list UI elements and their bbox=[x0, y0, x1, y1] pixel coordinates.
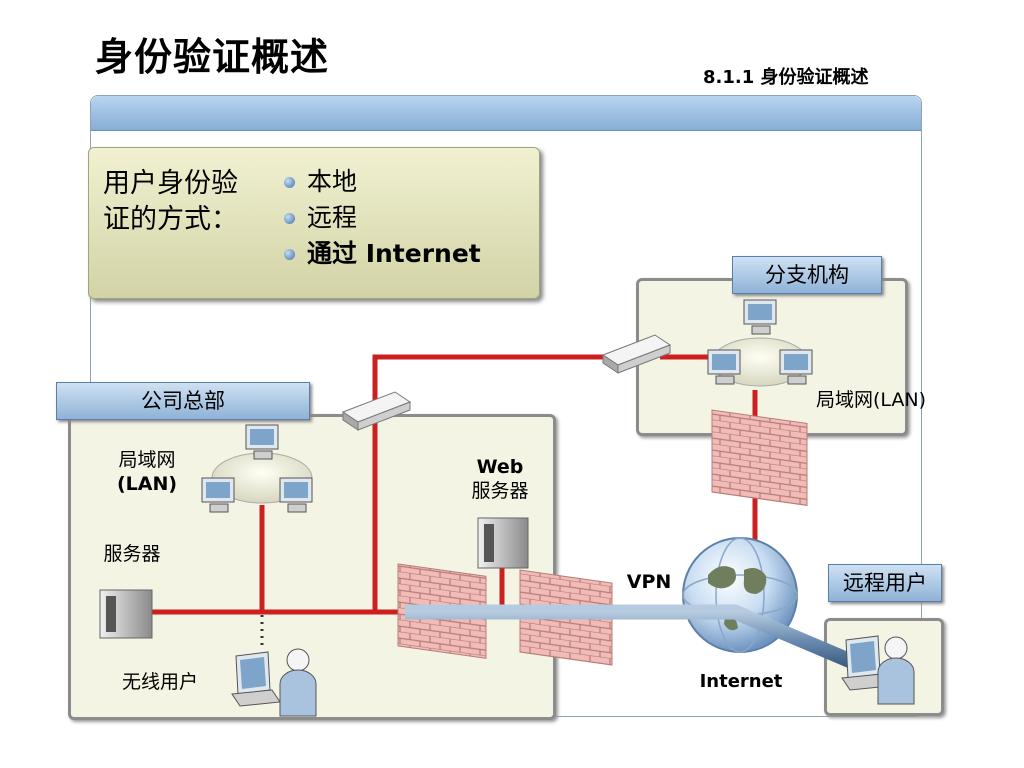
branch-office-tag: 分支机构 bbox=[732, 256, 882, 294]
section-reference: 8.1.1 身份验证概述 bbox=[703, 67, 869, 88]
hq-server-icon bbox=[99, 589, 153, 639]
branch-router-icon bbox=[601, 334, 672, 374]
bullet-icon bbox=[284, 248, 295, 260]
branch-lan-label: 局域网(LAN) bbox=[815, 389, 927, 411]
hq-lan-icon bbox=[201, 424, 313, 513]
headquarters-tag: 公司总部 bbox=[56, 382, 310, 420]
headquarters-panel bbox=[68, 414, 556, 720]
auth-methods-heading: 用户身份验 证的方式： bbox=[103, 168, 238, 235]
wireless-user-icon bbox=[231, 648, 317, 717]
firewall-branch bbox=[711, 409, 808, 506]
bullet-icon bbox=[284, 212, 295, 224]
web-server-label: Web 服务器 bbox=[471, 456, 529, 502]
hq-router-icon bbox=[341, 391, 412, 431]
branch-lan-icon bbox=[707, 299, 813, 387]
auth-method-remote: 远程 bbox=[284, 200, 481, 236]
frame-header-bar bbox=[91, 96, 921, 131]
vpn-tunnel bbox=[405, 604, 863, 672]
auth-method-internet: 通过 Internet bbox=[284, 236, 481, 272]
auth-method-local: 本地 bbox=[284, 164, 481, 200]
remote-user-tag: 远程用户 bbox=[828, 564, 942, 602]
auth-methods-list: 本地 远程 通过 Internet bbox=[284, 164, 481, 272]
page-title: 身份验证概述 bbox=[95, 35, 330, 79]
remote-user-icon bbox=[841, 635, 915, 705]
hq-server-label: 服务器 bbox=[103, 543, 161, 565]
wan-link bbox=[372, 354, 758, 610]
bullet-icon bbox=[284, 176, 295, 188]
hq-lan-label: 局域网 (LAN) bbox=[116, 449, 178, 495]
internet-label: Internet bbox=[699, 671, 783, 692]
vpn-label: VPN bbox=[626, 571, 672, 593]
wireless-user-label: 无线用户 bbox=[121, 671, 198, 693]
auth-methods-box: 用户身份验 证的方式： 本地 远程 通过 Internet bbox=[88, 147, 540, 299]
web-server-icon bbox=[477, 517, 529, 569]
